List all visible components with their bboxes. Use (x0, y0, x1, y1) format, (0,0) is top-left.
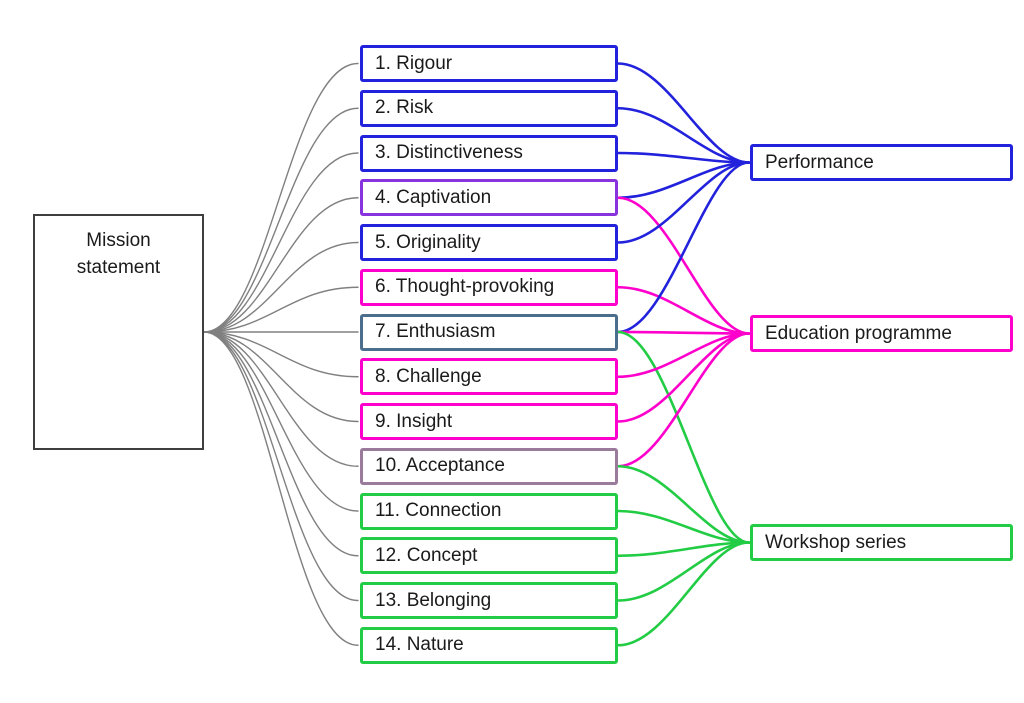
edge-value-to-outcome (616, 332, 751, 379)
value-node-12[interactable]: 12. Concept (360, 537, 618, 575)
value-node-2[interactable]: 2. Risk (360, 89, 618, 127)
edge-mission-to-value (203, 331, 359, 378)
edge-value-to-outcome (616, 330, 751, 335)
value-node-label: 2. Risk (375, 97, 434, 119)
value-node-label: 14. Nature (375, 634, 464, 656)
edge-value-to-outcome (616, 330, 751, 544)
value-node-1[interactable]: 1. Rigour (360, 45, 618, 82)
value-node-label: 10. Acceptance (375, 455, 505, 477)
outcome-node-performance[interactable]: Performance (750, 144, 1013, 181)
edge-mission-to-value (203, 152, 359, 333)
edge-value-to-outcome (616, 509, 751, 544)
outcome-node-workshop[interactable]: Workshop series (750, 524, 1013, 561)
value-node-14[interactable]: 14. Nature (360, 626, 618, 664)
value-node-label: 3. Distinctiveness (375, 142, 523, 163)
edge-value-to-outcome (616, 161, 751, 244)
edge-mission-to-value (203, 331, 359, 646)
edge-mission-to-value (203, 331, 359, 512)
edge-value-to-outcome (616, 541, 751, 647)
mission-statement-label: Mission statement (76, 230, 161, 278)
edge-mission-to-value (203, 286, 359, 333)
value-node-3[interactable]: 3. Distinctiveness (360, 134, 618, 172)
value-node-4[interactable]: 4. Captivation (360, 179, 618, 217)
value-node-8[interactable]: 8. Challenge (360, 358, 618, 396)
value-node-label: 13. Belonging (375, 589, 492, 611)
value-node-11[interactable]: 11. Connection (360, 492, 618, 530)
edge-value-to-outcome (616, 332, 751, 423)
outcome-node-label: Education programme (765, 322, 952, 344)
edge-mission-to-value (203, 331, 359, 423)
value-node-label: 12. Concept (375, 544, 478, 566)
value-node-label: 6. Thought-provoking (375, 276, 555, 298)
value-node-10[interactable]: 10. Acceptance (360, 447, 618, 485)
edge-value-to-outcome (616, 541, 751, 558)
edge-value-to-outcome (616, 151, 751, 164)
value-node-5[interactable]: 5. Originality (360, 224, 618, 261)
edge-mission-to-value (203, 331, 359, 467)
edge-value-to-outcome (616, 161, 751, 334)
edge-value-to-outcome (616, 541, 751, 602)
value-node-label: 4. Captivation (375, 186, 492, 208)
edge-value-to-outcome (616, 62, 751, 164)
edge-mission-to-value (203, 331, 359, 602)
value-node-label: 7. Enthusiasm (375, 321, 496, 342)
outcome-node-education[interactable]: Education programme (750, 315, 1013, 352)
edge-mission-to-value (203, 241, 359, 333)
edge-mission-to-value (203, 62, 359, 333)
edge-value-to-outcome (616, 332, 751, 468)
value-node-6[interactable]: 6. Thought-provoking (360, 268, 618, 306)
value-node-7[interactable]: 7. Enthusiasm (360, 313, 618, 351)
edge-value-to-outcome (616, 196, 751, 335)
value-node-9[interactable]: 9. Insight (360, 403, 618, 440)
value-node-label: 11. Connection (375, 500, 502, 521)
edge-value-to-outcome (616, 106, 751, 164)
edge-mission-to-value (203, 197, 359, 333)
outcome-node-label: Performance (765, 151, 874, 173)
edge-value-to-outcome (616, 285, 751, 335)
mission-statement-node[interactable]: Mission statement (33, 214, 204, 450)
value-node-label: 5. Originality (375, 231, 481, 253)
edge-value-to-outcome (616, 464, 751, 544)
value-node-label: 8. Challenge (375, 365, 482, 387)
edge-value-to-outcome (616, 161, 751, 200)
value-node-label: 1. Rigour (375, 52, 453, 74)
value-node-label: 9. Insight (375, 410, 453, 432)
edge-mission-to-value (203, 331, 359, 557)
value-node-13[interactable]: 13. Belonging (360, 582, 618, 619)
outcome-node-label: Workshop series (765, 531, 907, 553)
edge-mission-to-value (203, 107, 359, 333)
